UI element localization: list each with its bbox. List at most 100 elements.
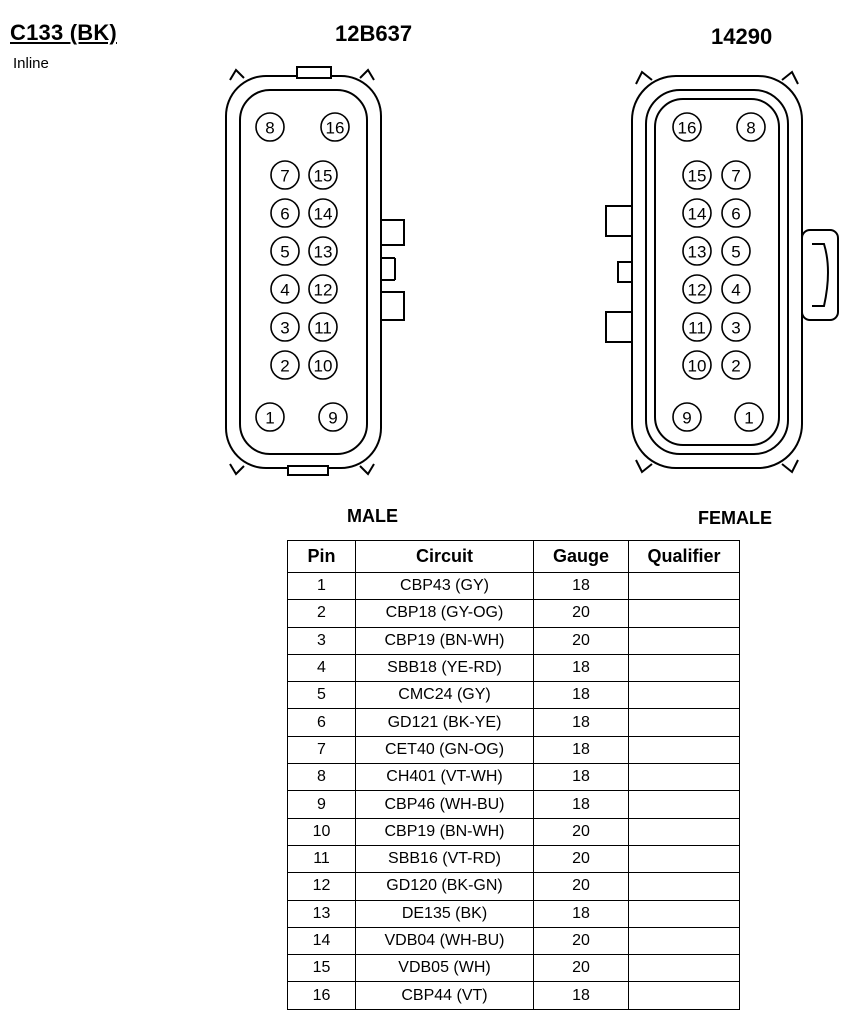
pin-number: 7 [280, 167, 289, 186]
male-pin-9: 9 [318, 402, 348, 432]
pin-circle [308, 312, 338, 342]
cell-qualifier [628, 872, 740, 901]
female-pin-12: 12 [682, 274, 712, 304]
male-pin-2: 2 [270, 350, 300, 380]
cell-circuit: SBB16 (VT-RD) [355, 844, 534, 874]
pin-number: 4 [280, 281, 289, 300]
header-circuit: Circuit [355, 540, 534, 573]
pin-circle [255, 112, 285, 142]
pin-number: 9 [682, 409, 691, 428]
male-pin-14: 14 [308, 198, 338, 228]
male-connector-body [225, 66, 405, 476]
female-pin-8: 8 [736, 112, 766, 142]
pin-number: 3 [731, 319, 740, 338]
cell-gauge: 18 [533, 571, 629, 601]
pin-number: 6 [731, 205, 740, 224]
pin-circle [682, 198, 712, 228]
pin-circle [682, 236, 712, 266]
male-pin-5: 5 [270, 236, 300, 266]
header-qualifier: Qualifier [628, 540, 740, 573]
pin-number: 12 [314, 281, 333, 300]
cell-gauge: 18 [533, 981, 629, 1010]
cell-gauge: 18 [533, 735, 629, 765]
cell-qualifier [628, 763, 740, 792]
cell-gauge: 20 [533, 844, 629, 874]
pin-circle [721, 350, 751, 380]
cell-gauge: 20 [533, 926, 629, 956]
cell-gauge: 18 [533, 899, 629, 928]
pin-number: 3 [280, 319, 289, 338]
cell-circuit: CBP44 (VT) [355, 981, 534, 1010]
female-pin-11: 11 [682, 312, 712, 342]
cell-pin: 12 [287, 872, 356, 901]
header-pin: Pin [287, 540, 356, 573]
cell-qualifier [628, 599, 740, 628]
connector-title: C133 (BK) [10, 20, 117, 45]
pin-circle [320, 112, 350, 142]
pin-number: 15 [314, 167, 333, 186]
pin-number: 4 [731, 281, 740, 300]
cell-circuit: CBP46 (WH-BU) [355, 790, 534, 819]
pin-circle [270, 312, 300, 342]
pin-number: 14 [688, 205, 707, 224]
male-pin-15: 15 [308, 160, 338, 190]
female-pin-10: 10 [682, 350, 712, 380]
female-pin-3: 3 [721, 312, 751, 342]
female-pin-13: 13 [682, 236, 712, 266]
pin-number: 9 [328, 409, 337, 428]
cell-pin: 4 [287, 653, 356, 683]
pin-circle [270, 350, 300, 380]
pin-circle [318, 402, 348, 432]
pin-circle [682, 160, 712, 190]
cell-qualifier [628, 735, 740, 765]
cell-qualifier [628, 681, 740, 710]
cell-circuit: GD120 (BK-GN) [355, 872, 534, 901]
pin-number: 5 [731, 243, 740, 262]
pin-circle [255, 402, 285, 432]
cell-pin: 1 [287, 571, 356, 601]
cell-gauge: 18 [533, 653, 629, 683]
cell-qualifier [628, 899, 740, 928]
cell-pin: 6 [287, 708, 356, 737]
cell-pin: 14 [287, 926, 356, 956]
cell-pin: 3 [287, 626, 356, 655]
cell-pin: 7 [287, 735, 356, 765]
female-pin-5: 5 [721, 236, 751, 266]
pin-table-header-row: Pin Circuit Gauge Qualifier [287, 540, 740, 573]
cell-gauge: 20 [533, 872, 629, 901]
cell-qualifier [628, 708, 740, 737]
cell-circuit: SBB18 (YE-RD) [355, 653, 534, 683]
pin-circle [721, 236, 751, 266]
pin-circle [308, 160, 338, 190]
pin-circle [721, 312, 751, 342]
pin-circle [721, 274, 751, 304]
cell-pin: 16 [287, 981, 356, 1010]
female-pin-16: 16 [672, 112, 702, 142]
cell-circuit: CBP19 (BN-WH) [355, 817, 534, 846]
pin-circle [721, 198, 751, 228]
pin-number: 8 [746, 119, 755, 138]
pin-circle [682, 274, 712, 304]
male-pin-3: 3 [270, 312, 300, 342]
pin-circle [734, 402, 764, 432]
cell-gauge: 20 [533, 817, 629, 846]
pin-number: 2 [731, 357, 740, 376]
pin-number: 8 [265, 119, 274, 138]
pin-number: 16 [678, 119, 697, 138]
cell-qualifier [628, 844, 740, 874]
cell-qualifier [628, 954, 740, 983]
pin-number: 1 [744, 409, 753, 428]
male-part-number: 12B637 [335, 21, 413, 46]
pin-number: 11 [688, 319, 706, 338]
cell-gauge: 18 [533, 681, 629, 710]
cell-pin: 11 [287, 844, 356, 874]
